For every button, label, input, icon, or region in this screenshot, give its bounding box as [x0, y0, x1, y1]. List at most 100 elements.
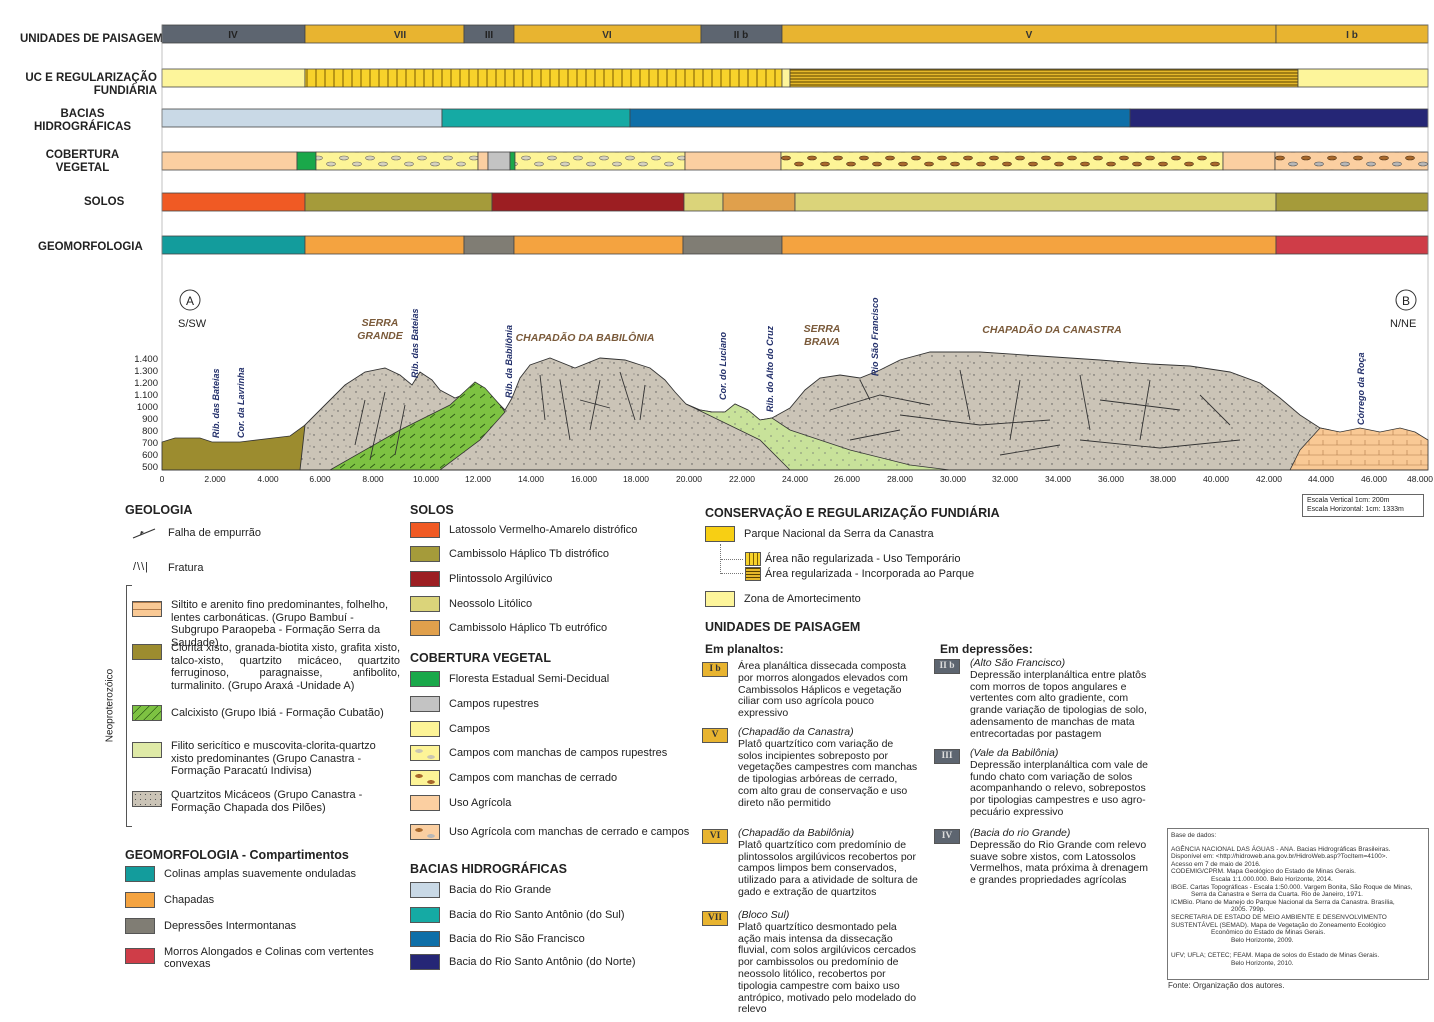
x-tick: 4.000 [257, 474, 279, 484]
row-label-cobertura: COBERTURA VEGETAL [45, 149, 120, 174]
unit-text: Depressão interplanáltica entre platôs c… [970, 668, 1147, 740]
source-line: IBGE. Cartas Topográficas - Escala 1:50.… [1171, 883, 1413, 891]
cobertura-item: Campos rupestres [410, 696, 539, 712]
source-line: AGÊNCIA NACIONAL DAS ÁGUAS - ANA. Bacias… [1171, 845, 1391, 853]
x-tick: 36.000 [1098, 474, 1124, 484]
source-line: SUSTENTÁVEL (SEMAD). Mapa de Vegetação d… [1171, 921, 1386, 929]
cobertura-item: Campos com manchas de cerrado [410, 770, 617, 786]
unit-Ib: I b Área planáltica dissecada composta p… [702, 660, 920, 720]
x-tick: 42.000 [1256, 474, 1282, 484]
cobertura-swatch [410, 824, 440, 840]
cobertura-swatch [410, 745, 440, 761]
solos-item: Cambissolo Háplico Tb distrófico [410, 546, 609, 562]
river-label: Córrego da Roça [1356, 352, 1366, 425]
solos-label: Neossolo Litólico [449, 598, 533, 610]
source-line: Serra da Canastra e Serra da Cuarta. Rio… [1191, 891, 1363, 899]
scale-box: Escala Vertical 1cm: 200m Escala Horizon… [1302, 494, 1424, 517]
bacias-item: Bacia do Rio São Francisco [410, 931, 585, 947]
fault-icon [132, 528, 156, 539]
solos-swatch [410, 522, 440, 538]
cobertura-swatch [410, 770, 440, 786]
source-line: CODEMIG/CPRM. Mapa Geológico do Estado d… [1171, 868, 1356, 876]
bar-unidades [161, 24, 1429, 44]
x-tick: 38.000 [1150, 474, 1176, 484]
cobertura-title: COBERTURA VEGETAL [410, 651, 551, 665]
y-tick: 500 [142, 462, 158, 473]
solos-swatch [410, 546, 440, 562]
bacias-swatch [410, 931, 440, 947]
bacias-label: Bacia do Rio Santo Antônio (do Norte) [449, 956, 636, 968]
bacias-item: Bacia do Rio Santo Antônio (do Sul) [410, 907, 625, 923]
unit-code-badge: I b [702, 662, 728, 677]
x-tick: 2.000 [204, 474, 226, 484]
swatch-nao-reg [745, 552, 761, 566]
swatch-calcixisto [132, 705, 162, 721]
unit-heading: (Bacia do rio Grande) [970, 827, 1071, 839]
bar-solos [161, 192, 1429, 212]
tree-branch [721, 559, 743, 560]
geologia-fratura: Fratura [168, 562, 204, 574]
bacias-label: Bacia do Rio Santo Antônio (do Sul) [449, 909, 625, 921]
x-tick: 34.000 [1045, 474, 1071, 484]
source-line: SECRETARIA DE ESTADO DE MEIO AMBIENTE E … [1171, 913, 1387, 921]
unit-code-badge: II b [934, 659, 960, 674]
geologia-text: Calcixisto (Grupo Ibiá - Formação Cubatã… [171, 707, 384, 719]
sources-box [1167, 828, 1429, 980]
bar-bacias [161, 108, 1429, 128]
row-label-uc: UC E REGULARIZAÇÃO FUNDIÁRIA [25, 72, 157, 97]
profile-figure: IV VII III VI II b V I b [134, 24, 1433, 484]
geomorf-swatch [125, 918, 155, 934]
y-tick: 1.300 [134, 366, 158, 377]
x-tick: 12.000 [465, 474, 491, 484]
geomorf-item: Morros Alongados e Colinas com vertentes… [125, 946, 385, 970]
zona-swatch [705, 591, 735, 607]
x-tick: 0 [160, 474, 165, 484]
unit-code-VII: VII [394, 30, 406, 41]
conservacao-reg: Área regularizada - Incorporada ao Parqu… [745, 567, 974, 581]
unit-code-badge: V [702, 728, 728, 743]
bacias-label: Bacia do Rio São Francisco [449, 933, 585, 945]
source-line: Belo Horizonte, 2010. [1231, 959, 1294, 967]
unit-text: Depressão do Rio Grande com relevo suave… [970, 838, 1149, 887]
bacias-item: Bacia do Rio Santo Antônio (do Norte) [410, 954, 636, 970]
zona-label: Zona de Amortecimento [744, 593, 861, 605]
unit-code-VI: VI [602, 30, 612, 41]
conservacao-parque-label: Parque Nacional da Serra da Canastra [744, 528, 934, 540]
cobertura-label: Uso Agrícola com manchas de cerrado e ca… [449, 826, 690, 838]
unit-text: Depressão interplanáltica com vale de fu… [970, 758, 1149, 818]
y-tick: 1.200 [134, 378, 158, 389]
unidades-title: UNIDADES DE PAISAGEM [705, 620, 861, 634]
unit-heading: (Alto São Francisco) [970, 657, 1066, 669]
geomorf-swatch [125, 948, 155, 964]
unit-code-Ib: I b [1346, 30, 1358, 41]
cobertura-label: Campos com manchas de cerrado [449, 772, 618, 784]
solos-label: Cambissolo Háplico Tb eutrófico [449, 622, 608, 634]
unit-III: III (Vale da Babilônia) Depressão interp… [934, 747, 1155, 819]
source-line: Escala 1:1.000.000. Belo Horizonte, 2014… [1211, 875, 1333, 883]
solos-item: Cambissolo Háplico Tb eutrófico [410, 620, 607, 636]
source-line: 2005. 799p. [1231, 906, 1266, 914]
cobertura-item: Floresta Estadual Semi-Decidual [410, 671, 609, 687]
source-line: Base de dados: [1171, 832, 1217, 839]
cobertura-swatch [410, 795, 440, 811]
river-label: Rib. das Bateias [410, 308, 420, 378]
geologia-era-label: Neoproterozóico [104, 668, 116, 743]
unit-IIb: II b (Alto São Francisco) Depressão inte… [934, 657, 1155, 741]
solos-item: Plintossolo Argilúvico [410, 571, 552, 587]
unit-text: Platô quartzítico com predomínio de plin… [738, 838, 918, 898]
x-tick: 16.000 [571, 474, 597, 484]
scale-vertical: Escala Vertical 1cm: 200m [1307, 497, 1390, 504]
bacias-title: BACIAS HIDROGRÁFICAS [410, 862, 567, 876]
y-tick: 800 [142, 426, 158, 437]
row-label-unidades: UNIDADES DE PAISAGEM [20, 33, 163, 45]
cobertura-item: Campos [410, 721, 490, 737]
x-tick: 30.000 [940, 474, 966, 484]
row-label-bacias: BACIAS HIDROGRÁFICAS [33, 108, 132, 133]
y-tick: 900 [142, 414, 158, 425]
unit-code-V: V [1026, 30, 1033, 41]
swatch-siltito [132, 601, 162, 617]
geologia-text: Filito sericítico e muscovita-clorita-qu… [171, 740, 376, 777]
source-line: Acesso em 7 de maio de 2016. [1171, 860, 1261, 868]
river-label: Cor. da Lavrinha [236, 367, 246, 438]
tree-branch [721, 573, 743, 574]
